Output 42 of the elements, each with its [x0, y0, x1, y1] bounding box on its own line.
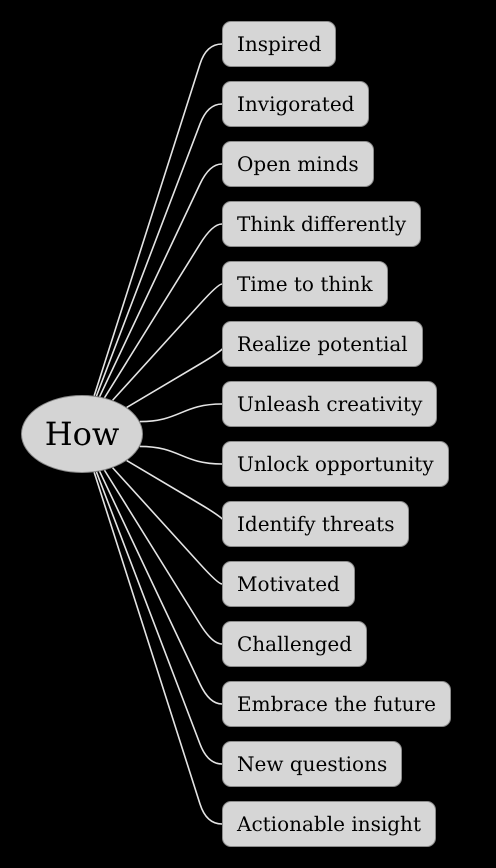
- connector-line: [98, 471, 222, 705]
- connector-line: [98, 163, 222, 397]
- connector-line: [112, 467, 222, 585]
- node-label: Time to think: [237, 274, 373, 294]
- node-label: New questions: [237, 754, 388, 774]
- rounded-box: [222, 801, 436, 847]
- rounded-box: [222, 141, 374, 187]
- connector-line: [104, 470, 222, 645]
- rounded-box: [222, 21, 336, 67]
- node-label: Challenged: [237, 634, 352, 654]
- node-label: Unlock opportunity: [237, 454, 434, 474]
- node-label: Realize potential: [237, 334, 408, 354]
- connector-line: [93, 472, 222, 825]
- node-label: Think differently: [237, 214, 406, 234]
- connector-line: [140, 403, 222, 422]
- rounded-box: [222, 381, 438, 427]
- connector-line: [93, 43, 222, 396]
- connector-line: [140, 446, 222, 465]
- node-label: How: [44, 418, 120, 450]
- rounded-box: [222, 441, 449, 487]
- rounded-box: [222, 501, 410, 547]
- node-label: Invigorated: [237, 94, 354, 114]
- node-label: Identify threats: [237, 514, 394, 534]
- connector-line: [104, 223, 222, 398]
- rounded-box: [222, 201, 422, 247]
- node-label: Motivated: [237, 574, 340, 594]
- node-label: Embrace the future: [237, 694, 436, 714]
- rounded-box: [222, 81, 370, 127]
- rounded-box: [222, 561, 355, 607]
- node-label: Actionable insight: [237, 814, 421, 834]
- rounded-box: [222, 261, 388, 307]
- connector-line: [96, 103, 222, 396]
- node-label: Inspired: [237, 34, 322, 54]
- ellipse-node: [21, 395, 143, 473]
- node-label: Unleash creativity: [237, 394, 422, 414]
- rounded-box: [222, 321, 423, 367]
- rounded-box: [222, 681, 451, 727]
- node-label: Open minds: [237, 154, 359, 174]
- rounded-box: [222, 741, 402, 787]
- connector-line: [112, 283, 222, 401]
- connector-line: [96, 472, 222, 765]
- rounded-box: [222, 621, 368, 667]
